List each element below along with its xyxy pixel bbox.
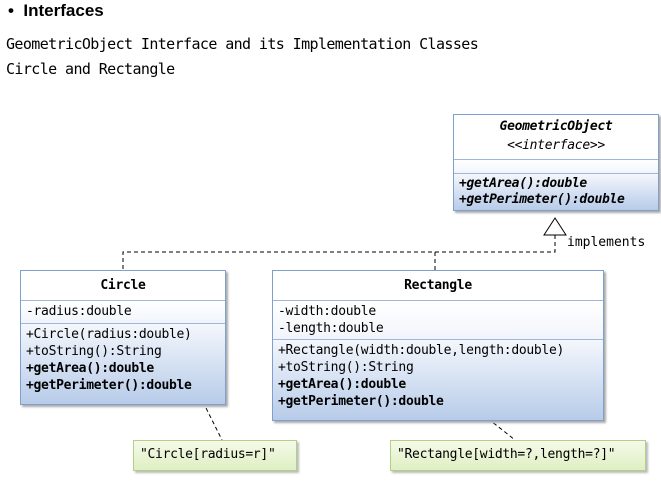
description-line-1: GeometricObject Interface and its Implem… [6,35,479,53]
interface-name: GeometricObject [499,119,613,134]
note-rectangle-tostring: "Rectangle[width=?,length=?]" [390,440,646,471]
class-name: Rectangle [273,271,603,301]
heading-text: Interfaces [23,1,104,20]
method: +getArea():double [26,361,154,376]
realization-arrowhead [543,217,567,236]
implements-line [122,235,556,270]
method: +getArea():double [278,377,406,392]
attribute: -length:double [278,321,384,336]
method: +getArea():double [459,176,587,191]
note-circle-tostring: "Circle[radius=r]" [133,440,297,471]
interface-geometricobject: GeometricObject <<interface>> +getArea():… [453,114,659,211]
method: +toString():String [26,344,162,359]
bullet: • [8,1,14,20]
method: +toString():String [278,360,414,375]
attribute: -width:double [278,304,376,319]
description-line-2: Circle and Rectangle [6,60,175,78]
method: +Circle(radius:double) [26,327,192,342]
method: +getPerimeter():double [278,394,444,409]
class-circle: Circle -radius:double +Circle(radius:dou… [20,270,226,405]
section-heading: • Interfaces [8,1,104,21]
method: +getPerimeter():double [26,378,192,393]
interface-stereotype: <<interface>> [507,138,605,153]
attribute: -radius:double [26,304,132,319]
method: +getPerimeter():double [459,192,625,207]
class-name: Circle [21,271,225,301]
class-rectangle: Rectangle -width:double -length:double +… [272,270,604,421]
implements-label: implements [567,235,646,250]
interface-attributes [454,160,658,174]
method: +Rectangle(width:double,length:double) [278,343,565,358]
